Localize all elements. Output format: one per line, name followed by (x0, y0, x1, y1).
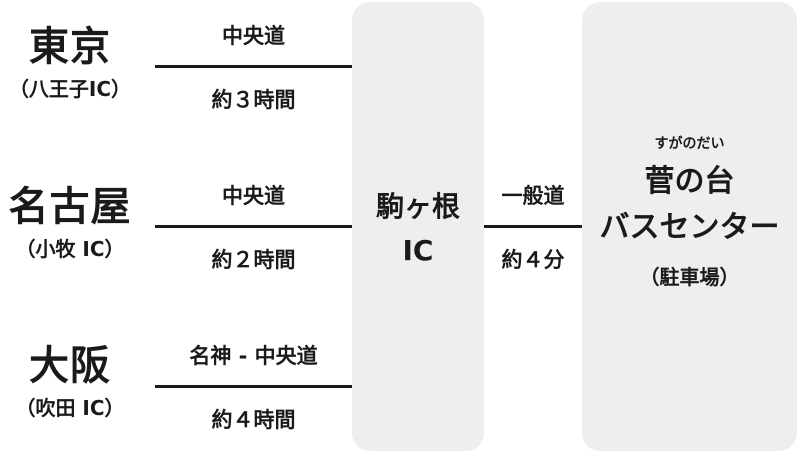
route-time-label: 約３時間 (211, 88, 296, 112)
destination-note: （駐車場） (639, 265, 740, 289)
komagane-ic-box: 駒ヶ根 IC (352, 2, 484, 451)
route-time-label: 約４時間 (211, 408, 296, 432)
destination-name: 菅の台 (644, 164, 735, 199)
komagane-ic-label: 駒ヶ根 IC (352, 185, 484, 273)
route-time-label: 約４分 (501, 248, 565, 272)
route-line (155, 225, 352, 228)
origin-city: 東京 (29, 24, 111, 70)
origin-ic: （八王子IC） (8, 77, 132, 101)
route-road-label: 名神 - 中央道 (189, 344, 318, 368)
route-road-label: 中央道 (222, 184, 285, 208)
komagane-ic-line2: IC (402, 234, 434, 267)
destination-box: すがのだい 菅の台 バスセンター （駐車場） (582, 2, 797, 451)
origin-osaka: 大阪 （吹田 IC） (0, 343, 140, 421)
route-line (155, 385, 352, 388)
route-line (155, 65, 352, 68)
komagane-ic-line1: 駒ヶ根 (375, 190, 460, 223)
origin-city: 名古屋 (8, 184, 132, 230)
route-time-label: 約２時間 (211, 248, 296, 272)
origin-tokyo: 東京 （八王子IC） (0, 24, 140, 102)
route-road-label: 一般道 (501, 184, 565, 208)
route-road-label: 中央道 (222, 24, 285, 48)
origin-city: 大阪 (29, 343, 111, 389)
origin-nagoya: 名古屋 （小牧 IC） (0, 184, 140, 262)
route-line (484, 225, 582, 228)
destination-subname: バスセンター (599, 210, 780, 245)
origin-ic: （吹田 IC） (15, 396, 125, 420)
destination-ruby: すがのだい (654, 136, 725, 152)
origin-ic: （小牧 IC） (15, 237, 125, 261)
